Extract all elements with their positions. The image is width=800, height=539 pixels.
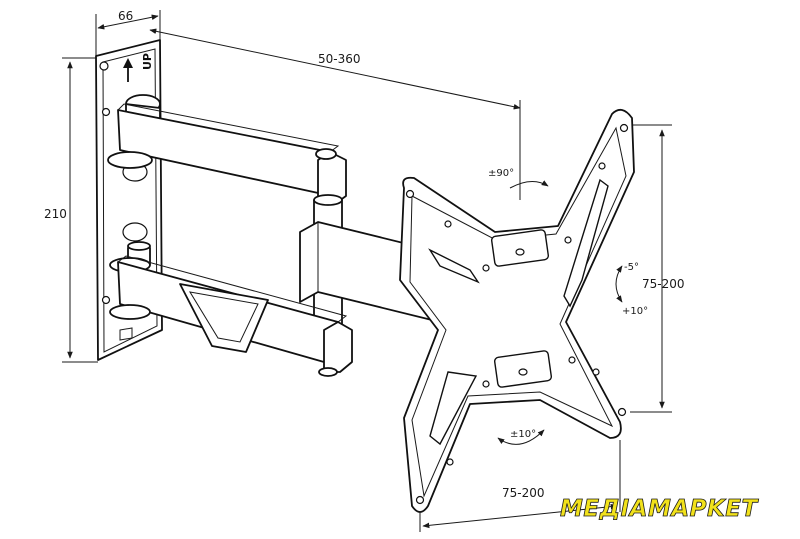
wall-plate-hole <box>101 107 111 117</box>
level-annotation: ±10° <box>497 429 545 445</box>
dim-vesa-horizontal-label: 75-200 <box>502 486 545 500</box>
dim-vesa-vertical: 75-200 <box>630 124 685 413</box>
vesa-slot-upper <box>490 229 550 267</box>
dim-plate-height-label: 210 <box>44 207 67 221</box>
dim-plate-height: 210 <box>44 57 100 363</box>
level-label: ±10° <box>510 429 536 440</box>
dim-vesa-vertical-label: 75-200 <box>642 277 685 291</box>
swivel-label: ±90° <box>488 168 514 179</box>
swivel-annotation: ±90° <box>488 168 549 189</box>
brand-logo: MEДIAMAPKET <box>560 496 760 522</box>
tilt-down-label: -5° <box>624 262 639 273</box>
up-label: UP <box>141 53 154 70</box>
dim-plate-width-label: 66 <box>118 9 133 23</box>
tilt-annotation: -5° +10° <box>615 262 648 317</box>
cable-cover <box>179 283 269 353</box>
tilt-up-label: +10° <box>622 306 648 317</box>
up-arrow-icon <box>123 58 133 82</box>
vesa-plate <box>399 108 635 513</box>
lower-arm <box>109 241 353 377</box>
dim-arm-extension-label: 50-360 <box>318 52 361 66</box>
wall-plate-hole <box>99 61 109 71</box>
wall-plate-hole <box>101 295 111 305</box>
dim-plate-width: 66 <box>95 9 161 56</box>
upper-arm <box>107 94 347 207</box>
